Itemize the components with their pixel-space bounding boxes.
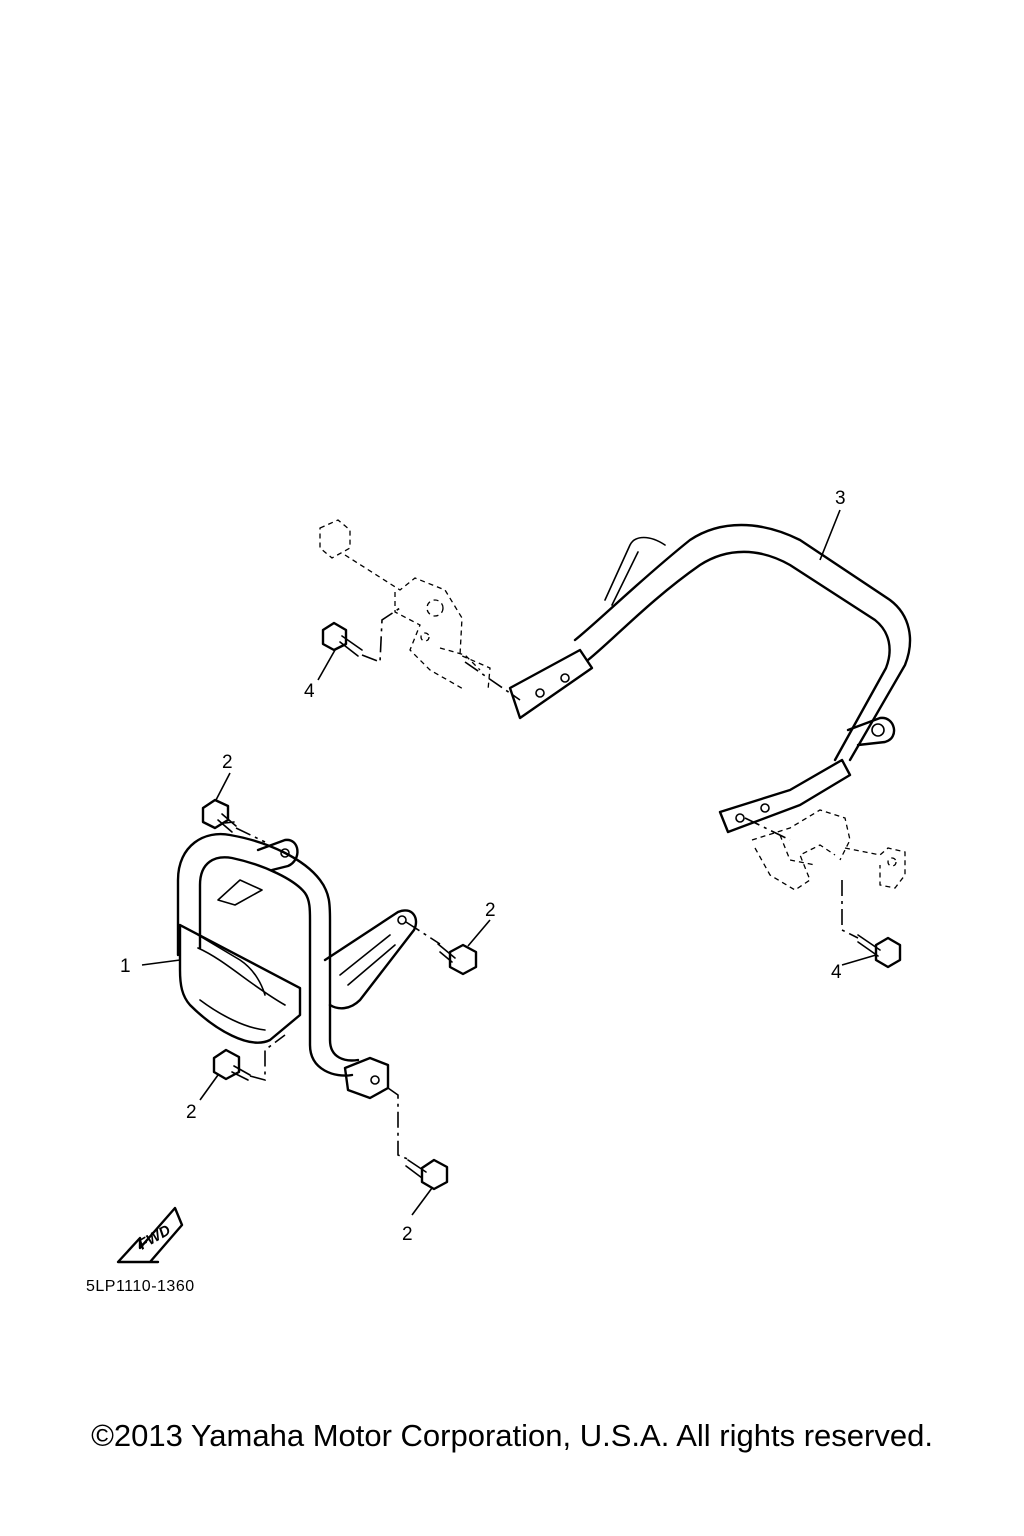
diagram-code: 5LP1110-1360 <box>86 1278 195 1295</box>
assembly-lines <box>235 607 859 1161</box>
callout-2-upper: 2 <box>222 752 233 773</box>
callout-1: 1 <box>120 956 131 977</box>
callout-3: 3 <box>835 488 846 509</box>
bolt-4-lower <box>857 934 902 969</box>
leader-lines <box>141 509 877 1216</box>
bolt-2-upper <box>201 798 237 833</box>
mount-bracket-right <box>751 809 906 891</box>
mount-bracket-left <box>319 519 491 691</box>
fwd-label: FWD <box>136 1222 174 1254</box>
callout-2-bottom: 2 <box>402 1224 413 1245</box>
bolt-2-side <box>437 943 478 976</box>
callout-4-lower: 4 <box>831 962 842 983</box>
bolt-4-upper <box>321 621 363 657</box>
front-guard <box>176 832 418 1100</box>
bolt-2-bottom <box>405 1158 449 1191</box>
rear-guard-bar <box>508 523 912 834</box>
copyright-notice: ©2013 Yamaha Motor Corporation, U.S.A. A… <box>91 1418 933 1453</box>
callout-2-lower-left: 2 <box>186 1102 197 1123</box>
callout-4-upper: 4 <box>304 681 315 702</box>
fwd-arrow-icon: FWD <box>116 1206 184 1264</box>
bolt-2-lower-left <box>212 1048 251 1081</box>
callout-2-side: 2 <box>485 900 496 921</box>
